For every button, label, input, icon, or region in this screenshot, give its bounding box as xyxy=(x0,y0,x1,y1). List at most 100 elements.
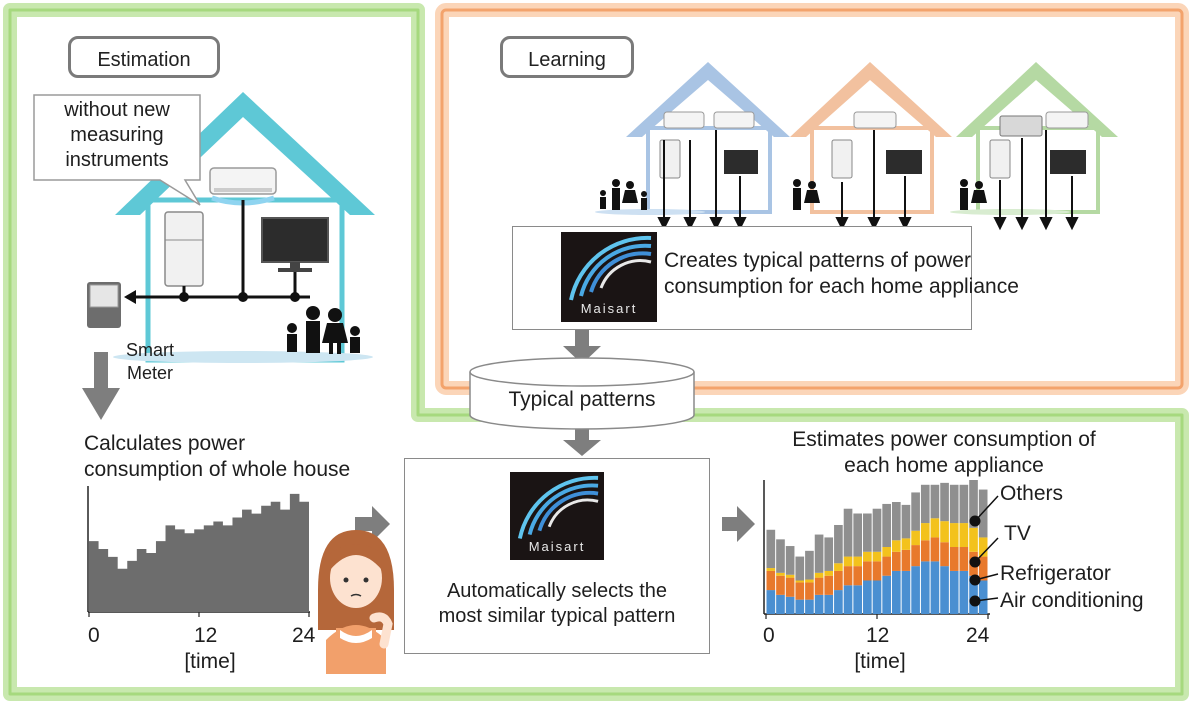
whole-house-bar xyxy=(194,529,204,612)
bar-tv xyxy=(949,523,959,547)
bar-others xyxy=(834,524,843,564)
bar-refrigerator xyxy=(853,566,863,586)
bar-others xyxy=(795,556,805,581)
bar-others xyxy=(824,537,834,571)
bar-air-conditioning xyxy=(969,575,978,614)
learning-house-2 xyxy=(790,62,952,214)
typical-patterns-label: Typical patterns xyxy=(508,388,656,411)
bar-refrigerator xyxy=(911,545,920,567)
legend-dot xyxy=(969,595,981,607)
typical-patterns-cylinder xyxy=(469,357,695,430)
right-tick-12: 12 xyxy=(866,624,890,647)
bar-others xyxy=(882,503,891,547)
bar-tv xyxy=(863,551,872,562)
bar-refrigerator xyxy=(959,547,969,571)
bar-others xyxy=(814,534,824,573)
bar-air-conditioning xyxy=(901,570,911,614)
bar-tv xyxy=(891,540,901,552)
bar-air-conditioning xyxy=(824,594,834,614)
bar-tv xyxy=(766,568,776,571)
bar-air-conditioning xyxy=(814,594,824,614)
bar-others xyxy=(978,489,988,538)
right-axis-unit: [time] xyxy=(854,650,906,673)
estimation-tag: Estimation xyxy=(68,36,220,78)
smart-meter-label-2: Meter xyxy=(126,363,173,383)
whole-house-bar xyxy=(299,502,309,612)
whole-house-bar xyxy=(271,502,281,612)
bar-air-conditioning xyxy=(940,566,949,614)
bar-refrigerator xyxy=(843,566,853,586)
bar-refrigerator xyxy=(930,537,940,562)
maisart-logo-text-2: Maisart xyxy=(528,539,586,554)
whole-house-bar xyxy=(108,557,118,612)
left-tick-0: 0 xyxy=(88,624,100,647)
whole-house-bar xyxy=(89,541,99,612)
whole-house-bar xyxy=(156,541,166,612)
creates-line-1: Creates typical patterns of power xyxy=(664,249,971,272)
callout-bubble xyxy=(33,94,201,206)
bar-refrigerator xyxy=(824,575,834,595)
bar-others xyxy=(872,508,882,552)
bar-refrigerator xyxy=(814,577,824,595)
bar-air-conditioning xyxy=(785,596,795,614)
bar-others xyxy=(920,484,930,524)
maisart-logo-selection: Maisart xyxy=(510,472,604,560)
bar-refrigerator xyxy=(920,540,930,562)
whole-house-bar xyxy=(204,525,214,612)
bar-others xyxy=(891,502,901,541)
whole-house-bar xyxy=(166,525,176,612)
bar-refrigerator xyxy=(785,577,795,597)
bar-air-conditioning xyxy=(805,599,814,614)
smart-meter xyxy=(87,282,121,328)
bar-air-conditioning xyxy=(978,580,988,614)
bar-air-conditioning xyxy=(834,590,843,614)
bar-refrigerator xyxy=(891,551,901,571)
left-tick-12: 12 xyxy=(194,624,218,647)
bar-others xyxy=(949,484,959,524)
legend-leader xyxy=(974,537,999,563)
bar-air-conditioning xyxy=(766,590,776,614)
bar-tv xyxy=(776,572,785,576)
bar-tv xyxy=(901,538,911,550)
callout-line-2: measuring xyxy=(70,124,164,146)
selects-line-2: most similar typical pattern xyxy=(438,605,676,627)
bar-refrigerator xyxy=(776,575,785,595)
bar-tv xyxy=(834,563,843,571)
bar-air-conditioning xyxy=(843,585,853,614)
learning-house-3 xyxy=(950,62,1118,215)
bar-tv xyxy=(969,527,978,552)
bar-air-conditioning xyxy=(872,580,882,614)
bar-air-conditioning xyxy=(795,599,805,614)
whole-house-bar xyxy=(223,525,233,612)
bar-tv xyxy=(940,521,949,543)
whole-house-bar xyxy=(252,514,262,612)
bar-refrigerator xyxy=(805,582,814,600)
learning-arrows xyxy=(657,130,1079,231)
bar-air-conditioning xyxy=(776,594,785,614)
bar-others xyxy=(805,550,814,580)
bar-tv xyxy=(882,547,891,557)
bar-refrigerator xyxy=(872,561,882,581)
bar-air-conditioning xyxy=(911,566,920,614)
bar-tv xyxy=(785,574,795,578)
smart-meter-label-1: Smart xyxy=(125,340,174,360)
estimation-house xyxy=(113,92,375,363)
selects-line-1: Automatically selects the xyxy=(446,580,668,602)
bar-air-conditioning xyxy=(891,570,901,614)
bar-others xyxy=(959,484,969,524)
left-tick-24: 24 xyxy=(292,624,316,647)
bar-others xyxy=(969,480,978,528)
left-axis-unit: [time] xyxy=(184,650,236,673)
bar-tv xyxy=(872,551,882,562)
bar-refrigerator xyxy=(766,570,776,591)
legend-dot xyxy=(969,574,981,586)
legend-refrigerator: Refrigerator xyxy=(1000,562,1111,585)
bar-air-conditioning xyxy=(930,561,940,614)
whole-house-bar xyxy=(185,533,195,612)
bar-refrigerator xyxy=(978,556,988,581)
bar-others xyxy=(901,504,911,539)
legend-dot xyxy=(969,515,981,527)
calc-line-1: Calculates power xyxy=(84,432,246,455)
bar-tv xyxy=(805,579,814,583)
